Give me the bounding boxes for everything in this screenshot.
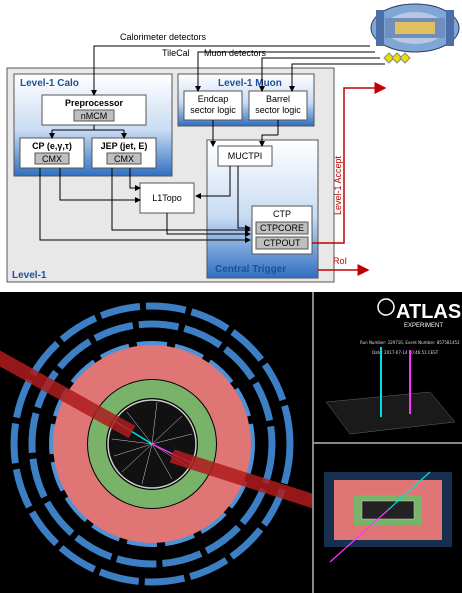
central-trigger-label: Central Trigger [215,264,286,275]
muctpi-label: MUCTPI [228,151,263,161]
ctp-label: CTP [273,209,291,219]
nmcm-label: nMCM [81,111,108,121]
run-info: Run Number: 329716, Event Number: 857581… [360,340,460,345]
jep-cmx-label: CMX [114,154,134,164]
endcap-label-2: sector logic [190,105,236,115]
preprocessor-label: Preprocessor [65,98,124,108]
endcap-label-1: Endcap [198,94,229,104]
event-display: ATLAS EXPERIMENT Run Number: 329716, Eve… [0,292,462,593]
cp-cmx-label: CMX [42,154,62,164]
ctpout-label: CTPOUT [264,238,302,248]
calorimeter-label: Calorimeter detectors [120,32,207,42]
rz-view [318,462,458,562]
jep-label: JEP (jet, E) [101,141,148,151]
ctpcore-label: CTPCORE [260,223,304,233]
date-info: Date: 2017-07-14 10:46:51 CEST [372,350,439,355]
atlas-logo-sub: EXPERIMENT [404,323,443,329]
trigger-diagram: Level-1 Level-1 Calo Preprocessor nMCM C… [0,0,462,290]
barrel-label-2: sector logic [255,105,301,115]
level1-label: Level-1 [12,270,47,281]
muon-title: Level-1 Muon [218,78,282,89]
cp-label: CP (e,γ,τ) [32,141,72,151]
tilecal-label: TileCal [162,48,190,58]
barrel-label-1: Barrel [266,94,290,104]
detector-illustration [371,4,459,63]
l1topo-label: L1Topo [152,193,182,203]
atlas-logo-text: ATLAS [396,301,461,323]
calo-title: Level-1 Calo [20,78,79,89]
level1-accept-label: Level-1 Accept [333,155,343,215]
roi-label: RoI [333,256,347,266]
muon-detectors-label: Muon detectors [204,48,267,58]
